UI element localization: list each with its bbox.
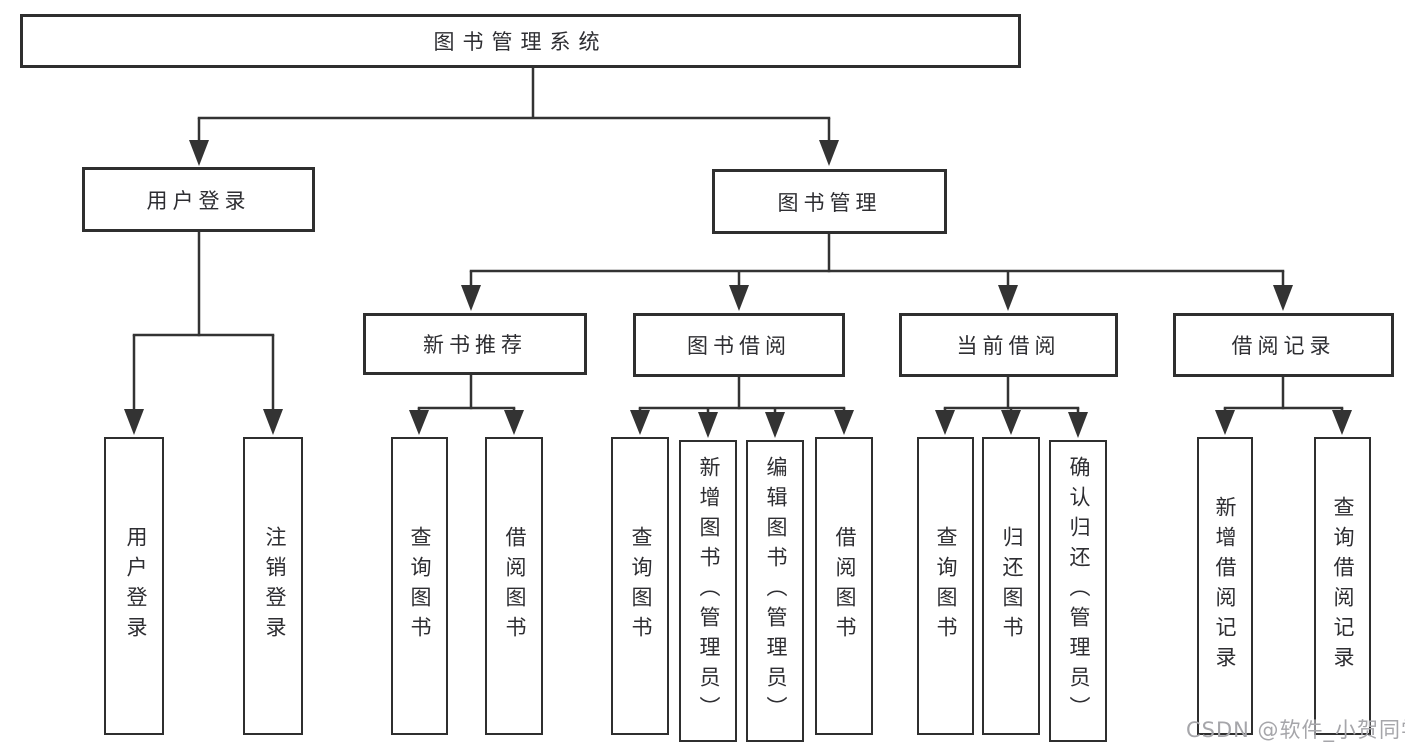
node-book-borrow: 图书借阅 bbox=[633, 313, 845, 377]
node-library-management-system: 图书管理系统 bbox=[20, 14, 1021, 68]
node-user-login: 用户登录 bbox=[82, 167, 315, 232]
leaf-logout: 注销登录 bbox=[243, 437, 303, 735]
leaf-edit-books-admin: 编辑图书（管理员） bbox=[746, 440, 804, 742]
leaf-query-borrow-record: 查询借阅记录 bbox=[1314, 437, 1371, 735]
leaf-user-login: 用户登录 bbox=[104, 437, 164, 735]
leaf-query-books-borrow: 查询图书 bbox=[611, 437, 669, 735]
leaf-add-books-admin: 新增图书（管理员） bbox=[679, 440, 737, 742]
node-current-borrow: 当前借阅 bbox=[899, 313, 1118, 377]
watermark: CSDN @软件_小贺同学 bbox=[1186, 718, 1405, 742]
leaf-borrow-books-recommend: 借阅图书 bbox=[485, 437, 543, 735]
leaf-query-books-recommend: 查询图书 bbox=[391, 437, 448, 735]
leaf-query-books-current: 查询图书 bbox=[917, 437, 974, 735]
node-borrow-records: 借阅记录 bbox=[1173, 313, 1394, 377]
leaf-add-borrow-record: 新增借阅记录 bbox=[1197, 437, 1253, 735]
node-book-management: 图书管理 bbox=[712, 169, 947, 234]
tree-connectors bbox=[124, 68, 1352, 438]
node-new-book-recommend: 新书推荐 bbox=[363, 313, 587, 375]
leaf-borrow-books: 借阅图书 bbox=[815, 437, 873, 735]
leaf-confirm-return-admin: 确认归还（管理员） bbox=[1049, 440, 1107, 742]
leaf-return-books: 归还图书 bbox=[982, 437, 1040, 735]
